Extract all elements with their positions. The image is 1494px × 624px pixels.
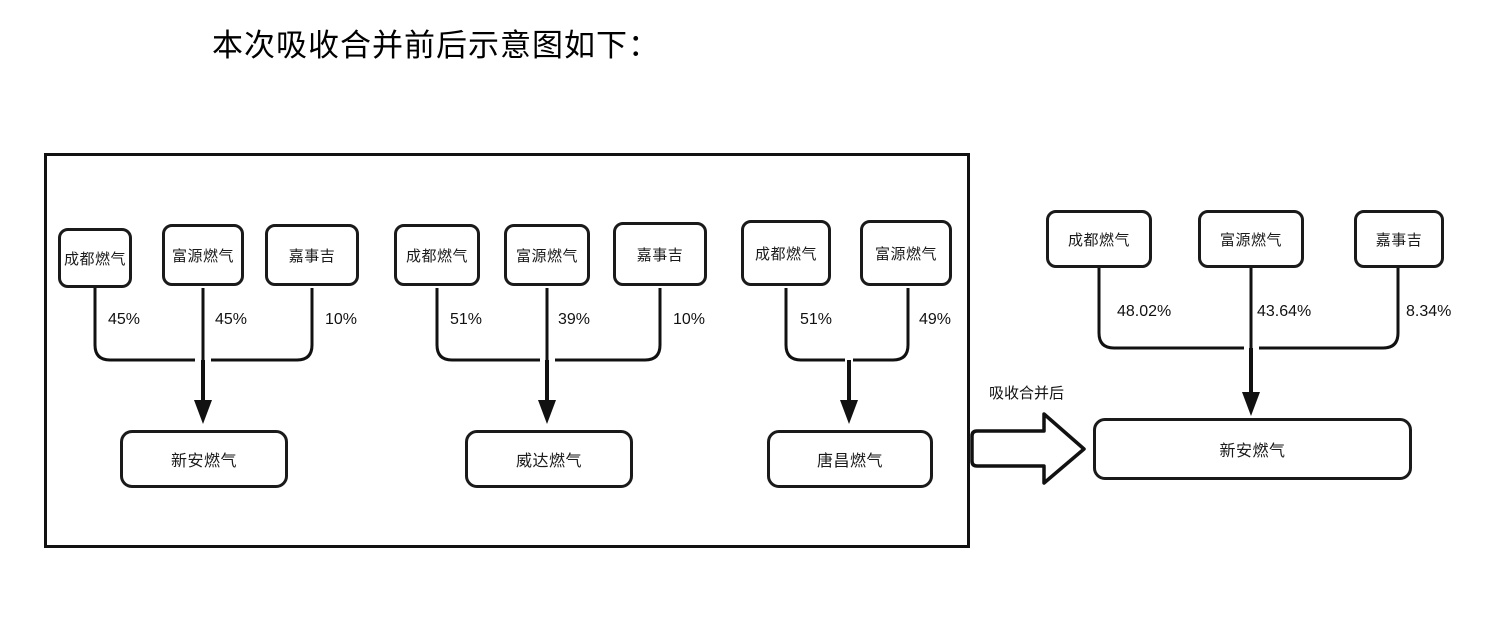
shareholder-box[interactable]: 成都燃气 xyxy=(394,224,480,286)
shareholder-label: 成都燃气 xyxy=(754,245,817,263)
target-company-box[interactable]: 新安燃气 xyxy=(1093,418,1412,480)
merge-arrow-label: 吸收合并后 xyxy=(989,385,1065,402)
target-company-label: 新安燃气 xyxy=(170,453,237,470)
target-company-label: 新安燃气 xyxy=(1219,443,1286,460)
shareholder-box[interactable]: 嘉事吉 xyxy=(613,222,707,286)
shareholder-box[interactable]: 富源燃气 xyxy=(860,220,952,286)
merge-block-arrow xyxy=(970,412,1086,485)
shareholder-box[interactable]: 嘉事吉 xyxy=(1354,210,1444,268)
ownership-percent: 45% xyxy=(215,311,248,328)
target-company-label: 威达燃气 xyxy=(515,453,582,470)
ownership-percent: 48.02% xyxy=(1117,303,1172,320)
ownership-percent: 10% xyxy=(673,311,706,328)
shareholder-box[interactable]: 成都燃气 xyxy=(1046,210,1152,268)
shareholder-box[interactable]: 嘉事吉 xyxy=(265,224,359,286)
target-company-box[interactable]: 唐昌燃气 xyxy=(767,430,933,488)
shareholder-label: 富源燃气 xyxy=(874,245,937,263)
target-company-label: 唐昌燃气 xyxy=(816,453,883,470)
shareholder-box[interactable]: 富源燃气 xyxy=(504,224,590,286)
shareholder-box[interactable]: 富源燃气 xyxy=(1198,210,1304,268)
ownership-percent: 10% xyxy=(325,311,358,328)
shareholder-box[interactable]: 富源燃气 xyxy=(162,224,244,286)
shareholder-label: 成都燃气 xyxy=(405,247,468,265)
ownership-percent: 51% xyxy=(800,311,833,328)
shareholder-label: 富源燃气 xyxy=(515,247,578,265)
arrowhead-g4 xyxy=(1242,392,1260,416)
shareholder-label: 成都燃气 xyxy=(1067,231,1130,249)
shareholder-box[interactable]: 成都燃气 xyxy=(741,220,831,286)
ownership-percent: 49% xyxy=(919,311,952,328)
shareholder-label: 成都燃气 xyxy=(63,250,126,268)
before-merger-frame xyxy=(44,153,970,548)
shareholder-box[interactable]: 成都燃气 xyxy=(58,228,132,288)
target-company-box[interactable]: 新安燃气 xyxy=(120,430,288,488)
target-company-box[interactable]: 威达燃气 xyxy=(465,430,633,488)
ownership-percent: 45% xyxy=(108,311,141,328)
shareholder-label: 富源燃气 xyxy=(1219,231,1282,249)
ownership-percent: 39% xyxy=(558,311,591,328)
shareholder-label: 富源燃气 xyxy=(171,247,234,265)
shareholder-label: 嘉事吉 xyxy=(288,247,336,265)
shareholder-label: 嘉事吉 xyxy=(1375,231,1423,249)
page-title: 本次吸收合并前后示意图如下： xyxy=(212,28,660,63)
ownership-percent: 43.64% xyxy=(1257,303,1312,320)
ownership-percent: 51% xyxy=(450,311,483,328)
ownership-percent: 8.34% xyxy=(1406,303,1452,320)
shareholder-label: 嘉事吉 xyxy=(636,246,684,264)
